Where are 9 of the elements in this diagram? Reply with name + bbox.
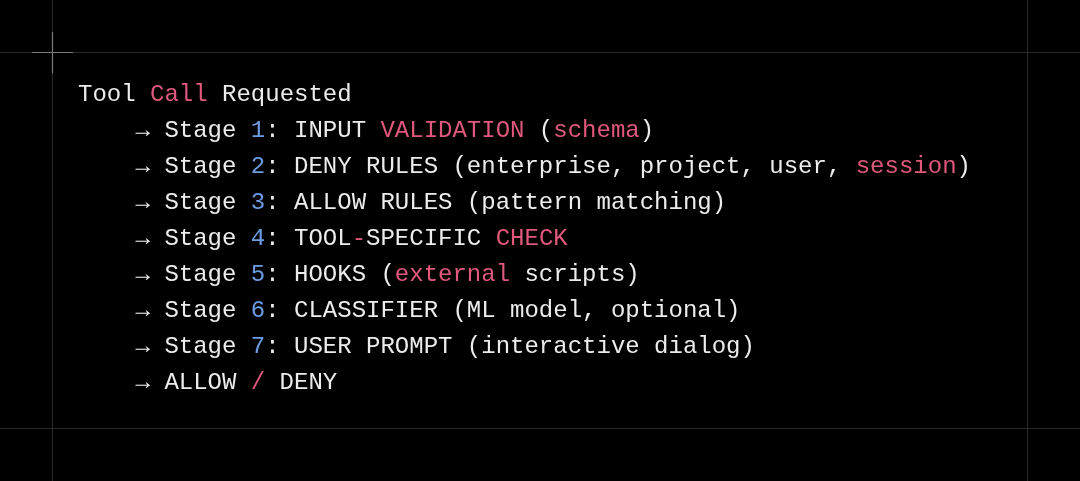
stage-text: → Stage 1: INPUT VALIDATION (schema) <box>135 116 655 146</box>
heading-text: Tool Call Requested <box>78 80 352 110</box>
stage-text: → Stage 2: DENY RULES (enterprise, project, user, session) <box>135 152 971 182</box>
outcome-text: → ALLOW / DENY <box>135 368 338 398</box>
stage-text: → Stage 6: CLASSIFIER (ML model, optional) <box>135 296 741 326</box>
stage-text: → Stage 7: USER PROMPT (interactive dialog) <box>135 332 755 362</box>
stage-text: → Stage 3: ALLOW RULES (pattern matching) <box>135 188 727 218</box>
stage-text: → Stage 4: TOOL-SPECIFIC CHECK <box>135 224 568 254</box>
stage-text: → Stage 5: HOOKS (external scripts) <box>135 260 640 290</box>
